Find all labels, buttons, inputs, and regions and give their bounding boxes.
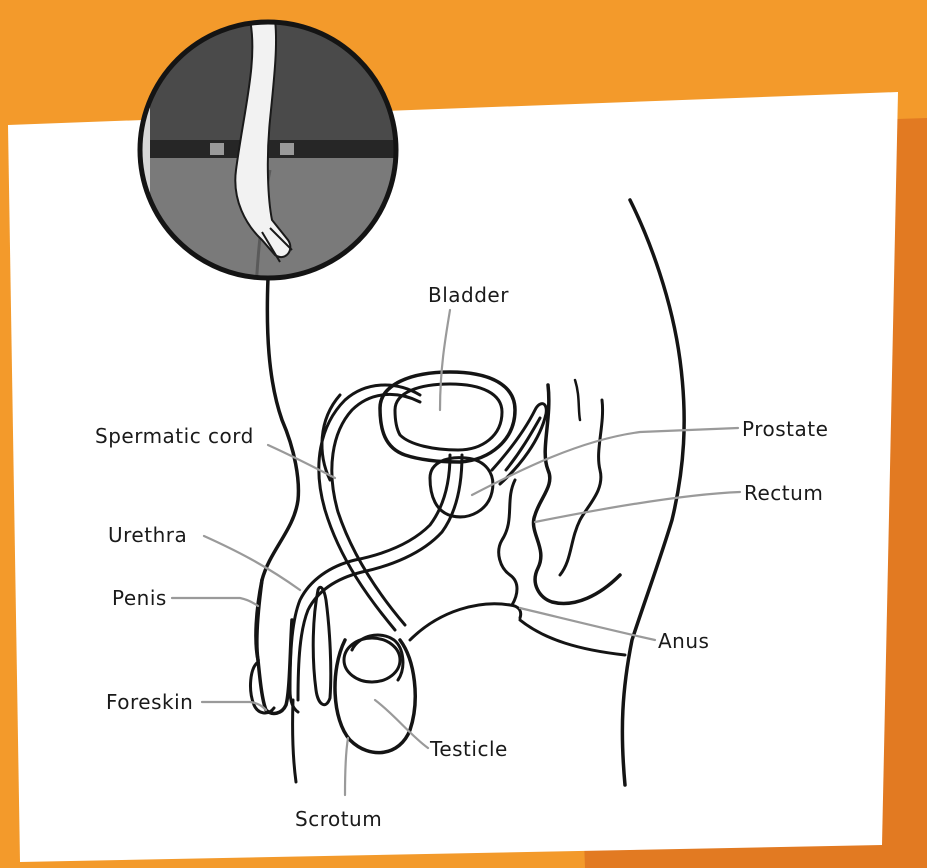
label-rectum: Rectum <box>744 481 823 505</box>
label-penis: Penis <box>112 586 167 610</box>
label-spermatic-cord: Spermatic cord <box>95 424 254 448</box>
label-testicle: Testicle <box>429 737 508 761</box>
label-anus: Anus <box>658 629 709 653</box>
label-bladder: Bladder <box>428 283 509 307</box>
label-urethra: Urethra <box>108 523 187 547</box>
label-foreskin: Foreskin <box>106 690 193 714</box>
label-scrotum: Scrotum <box>295 807 382 831</box>
label-prostate: Prostate <box>742 417 828 441</box>
